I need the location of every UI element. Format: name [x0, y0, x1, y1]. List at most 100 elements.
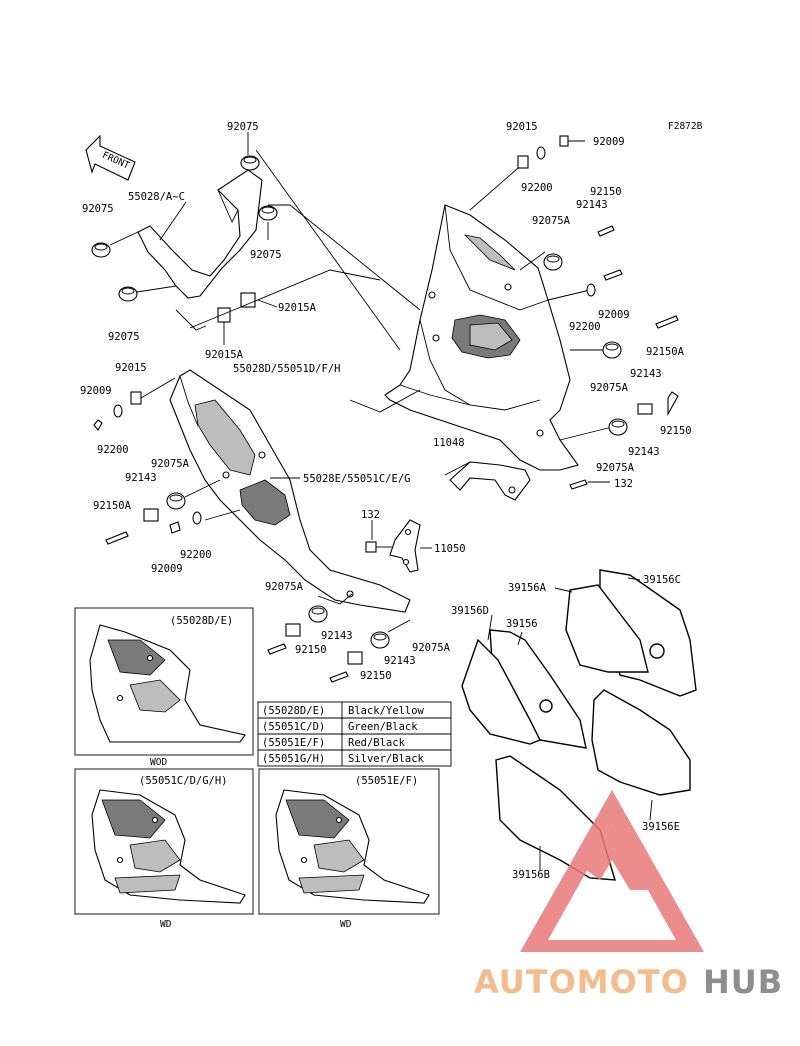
grommet-icon: [370, 631, 390, 649]
callout: 92150A: [93, 500, 132, 512]
bolt-icon: [169, 521, 181, 534]
grommet-icon: [258, 205, 278, 221]
callout: 39156E: [642, 821, 680, 833]
inset-caption: WD: [160, 919, 172, 930]
table-color: Silver/Black: [348, 753, 425, 765]
inset-title: (55051C/D/G/H): [139, 775, 228, 787]
table-code: (55028D/E): [262, 705, 325, 717]
inset-title: (55028D/E): [170, 615, 233, 627]
pad-39156e-part: [591, 689, 691, 796]
callout: 92143: [628, 446, 660, 458]
collar-icon: [130, 391, 142, 405]
bolt-icon: [655, 315, 679, 329]
grommet-icon: [91, 242, 111, 258]
clip-92015a-icon: [217, 307, 231, 323]
bracket-11048-part: [449, 461, 531, 501]
inset-caption: WD: [340, 919, 352, 930]
inset-caption: WOD: [150, 757, 167, 768]
callout: 92150: [590, 186, 622, 198]
figure-code: F2872B: [668, 121, 703, 132]
table-code: (55051C/D): [262, 721, 325, 733]
callout: 92200: [97, 444, 129, 456]
collar-icon: [143, 508, 159, 522]
watermark-triangle-icon: [520, 790, 704, 952]
callout: 11048: [433, 437, 465, 449]
bolt-icon: [597, 225, 615, 237]
washer-icon: [192, 511, 202, 525]
collar-icon: [637, 403, 653, 415]
bracket-11050-part: [389, 519, 421, 573]
collar-icon: [517, 155, 529, 169]
washer-icon: [113, 404, 123, 418]
collar-icon: [347, 651, 363, 665]
bolt-icon: [267, 643, 287, 655]
callout: 92075A: [265, 581, 304, 593]
grommet-icon: [240, 155, 260, 171]
grommet-icon: [166, 492, 186, 510]
bolt-icon: [365, 541, 392, 553]
front-arrow-icon: FRONT: [85, 134, 136, 181]
callout: 92075: [227, 121, 259, 133]
clip-92015a-icon: [240, 292, 256, 308]
table-color: Black/Yellow: [348, 705, 425, 717]
inner-fairing-part: [137, 169, 263, 323]
callout: 92143: [576, 199, 608, 211]
callout: 92200: [569, 321, 601, 333]
callout: 92015: [115, 362, 147, 374]
grommet-icon: [543, 253, 563, 271]
callout: 55028/A~C: [128, 191, 185, 203]
pad-39156a-part: [565, 584, 649, 673]
callout-labels: 92075 55028/A~C 92075 92075 92075 92015A…: [80, 121, 692, 881]
callout: 39156C: [643, 574, 681, 586]
bolt-icon: [329, 671, 349, 683]
table-code: (55051G/H): [262, 753, 325, 765]
grommet-icon: [602, 341, 622, 359]
callout: 55028D/55051D/F/H: [233, 363, 340, 375]
inset-title: (55051E/F): [355, 775, 418, 787]
callout: 92075: [108, 331, 140, 343]
callout: 92150: [660, 425, 692, 437]
callout: 39156D: [451, 605, 489, 617]
callout: 92015: [506, 121, 538, 133]
callout: 92143: [125, 472, 157, 484]
bolt-icon: [105, 531, 129, 545]
callout: 92143: [384, 655, 416, 667]
callout: 92143: [630, 368, 662, 380]
callout: 39156A: [508, 582, 547, 594]
pad-39156d-part: [461, 638, 541, 745]
bolt-icon: [667, 391, 679, 417]
callout: 92009: [598, 309, 630, 321]
table-color: Green/Black: [348, 721, 418, 733]
callout: 92075A: [590, 382, 629, 394]
lower-fairing-part: [169, 369, 411, 613]
table-code: (55051E/F): [262, 737, 325, 749]
grommet-icon: [308, 605, 328, 623]
bolt-icon: [559, 135, 585, 147]
color-table: (55028D/E) Black/Yellow (55051C/D) Green…: [257, 701, 452, 767]
grommet-icon: [608, 418, 628, 436]
callout: 92075A: [596, 462, 635, 474]
callout: 92075: [250, 249, 282, 261]
grommet-icon: [118, 286, 138, 302]
callout: 92009: [593, 136, 625, 148]
watermark-text-part2: HUB: [703, 963, 783, 1001]
callout: 92075A: [412, 642, 451, 654]
callout: 92009: [151, 563, 183, 575]
table-color: Red/Black: [348, 737, 406, 749]
callout: 132: [361, 509, 380, 521]
watermark-logo: AUTOMOTO HUB: [474, 790, 783, 1001]
collar-icon: [285, 623, 301, 637]
bolt-icon: [93, 419, 103, 431]
callout: 132: [614, 478, 633, 490]
callout: 92075: [82, 203, 114, 215]
callout: 39156: [506, 618, 538, 630]
callout: 92075A: [532, 215, 571, 227]
callout: 92075A: [151, 458, 190, 470]
callout: 92009: [80, 385, 112, 397]
callout: 55028E/55051C/E/G: [303, 473, 410, 485]
callout: 92015A: [278, 302, 317, 314]
callout: 92150A: [646, 346, 685, 358]
inset-wd-1: (55051C/D/G/H) WD: [74, 768, 254, 930]
callout: 92200: [521, 182, 553, 194]
